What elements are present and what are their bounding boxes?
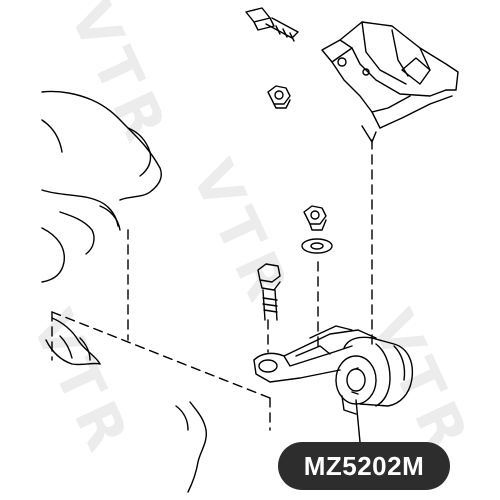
alignment-dashed-lines xyxy=(51,139,373,431)
leader-line xyxy=(355,399,361,443)
upper-bolt xyxy=(245,7,299,42)
engine-block-outline xyxy=(41,90,208,493)
part-number-badge: MZ5202M xyxy=(278,442,450,490)
upper-nut xyxy=(267,85,291,109)
lower-bolt xyxy=(257,263,281,321)
lower-engine-mount xyxy=(253,325,414,415)
upper-mount-bracket xyxy=(321,21,459,143)
lower-nut-and-washer xyxy=(301,205,333,254)
